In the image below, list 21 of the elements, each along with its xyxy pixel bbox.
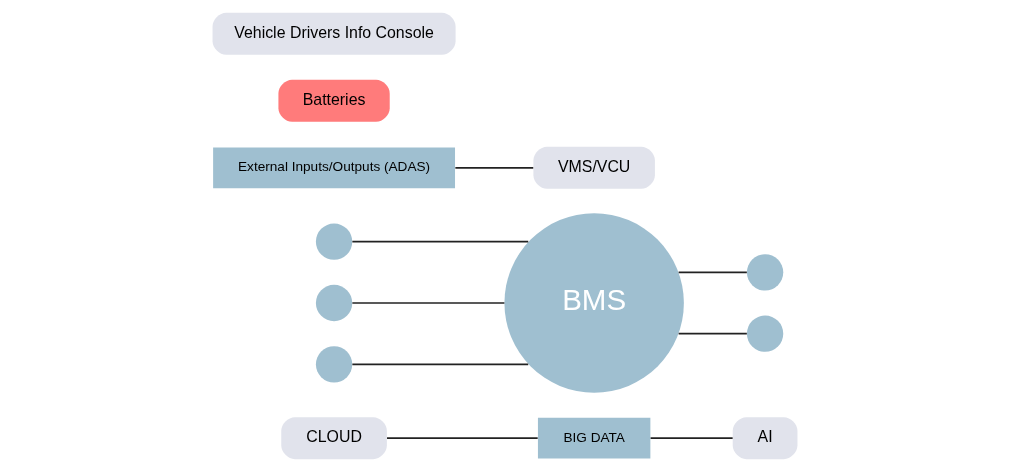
node-box: VMS/VCU <box>533 146 655 189</box>
node-box: AI <box>732 417 798 460</box>
node-circle <box>315 284 353 322</box>
connector <box>454 167 535 169</box>
node-circle <box>746 254 784 291</box>
node-box: Vehicle Drivers Info Console <box>212 12 456 55</box>
connector <box>677 332 748 335</box>
connector <box>351 302 506 304</box>
connector <box>677 271 748 274</box>
node-box: Batteries <box>278 79 390 122</box>
node-circle <box>746 315 784 352</box>
node-box: BIG DATA <box>537 417 651 459</box>
connector <box>386 437 539 439</box>
node-circle <box>315 346 353 383</box>
node-circle: BMS <box>504 213 684 393</box>
connector <box>351 363 530 366</box>
node-box: CLOUD <box>281 417 387 460</box>
node-box: External Inputs/Outputs (ADAS) <box>213 147 456 189</box>
connector <box>351 240 530 243</box>
connector <box>649 437 734 439</box>
node-circle <box>315 223 353 260</box>
